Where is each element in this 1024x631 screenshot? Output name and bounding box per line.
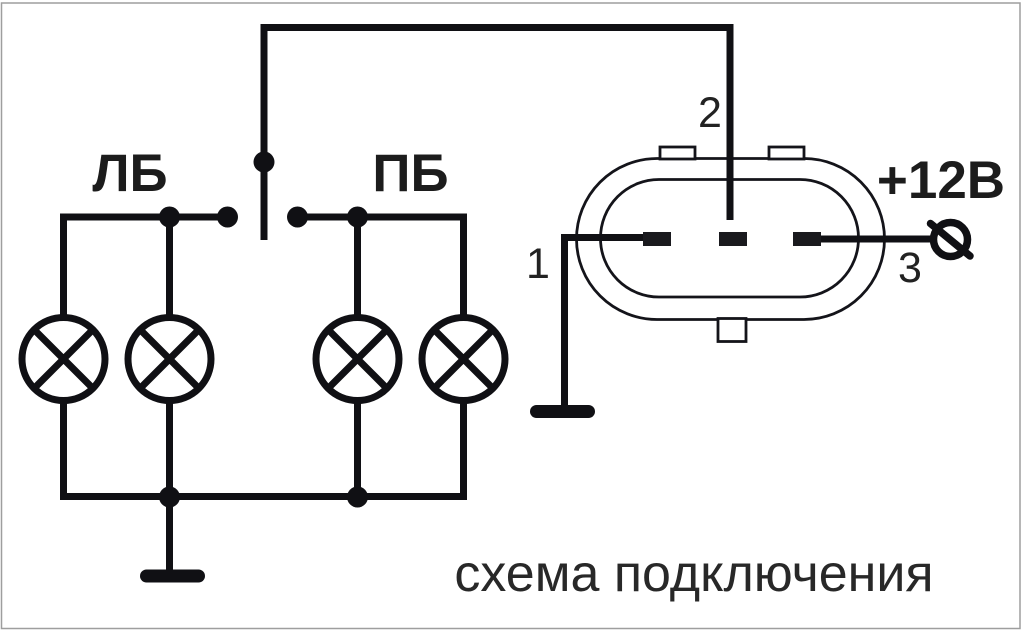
pin-3-label: 3	[898, 244, 922, 292]
left-beam-label: ЛБ	[92, 144, 167, 203]
junction-dots	[159, 151, 368, 508]
pin-1-label: 1	[526, 240, 550, 288]
junction-dot	[159, 486, 180, 508]
left-bus-wire	[60, 213, 228, 318]
connector-pins	[643, 232, 821, 246]
junction-dot	[159, 206, 180, 228]
lamp-icon-2	[124, 314, 215, 404]
bottom-bus-wire	[60, 400, 467, 500]
switch-contact-right-dot	[287, 206, 308, 228]
switch-contact-left-dot	[217, 206, 238, 228]
junction-dot	[347, 486, 368, 508]
switch-pole-dot	[253, 151, 275, 173]
lamp-icon-1	[18, 314, 109, 404]
junction-dot	[347, 206, 368, 228]
connector-top-tab-left	[658, 145, 697, 161]
pin-3-blade	[793, 232, 821, 246]
pin1-ground-wire	[561, 234, 649, 405]
lamp-icon-3	[312, 314, 403, 404]
pin-2-label: 2	[698, 89, 722, 137]
right-beam-label: ПБ	[372, 144, 448, 203]
lamp-icon-4	[418, 314, 509, 404]
pin-2-blade	[719, 232, 747, 246]
pin-1-blade	[643, 232, 671, 246]
wiring	[60, 24, 934, 571]
switch-to-pin2-wire	[260, 24, 734, 240]
connector-top-tab-right	[767, 145, 806, 161]
right-bus-wire	[297, 213, 467, 318]
terminal-icon	[926, 218, 974, 261]
diagram-caption: схема подключения	[454, 545, 933, 603]
power-label: +12В	[877, 151, 1005, 210]
connector-bottom-tab	[716, 317, 748, 343]
